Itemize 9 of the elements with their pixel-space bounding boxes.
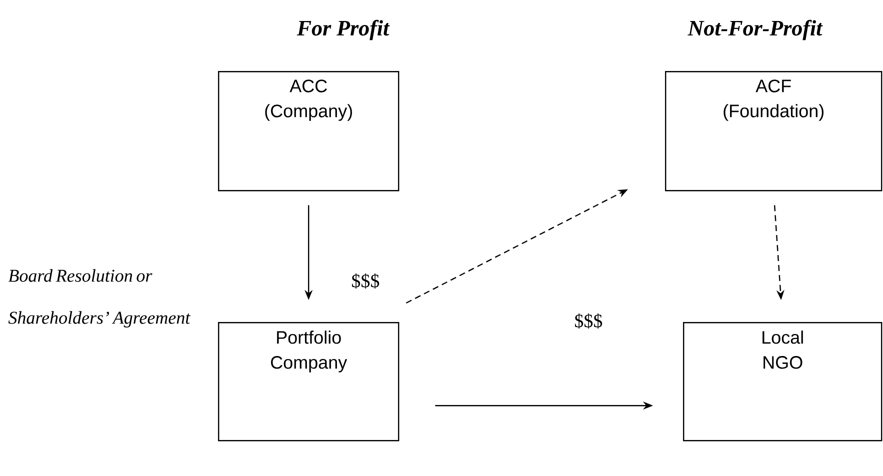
box: ACC (Company) <box>218 71 400 192</box>
column-heading: For Profit <box>296 20 390 40</box>
box: ACF (Foundation) <box>665 71 882 192</box>
edge-label: $$$ <box>350 272 381 290</box>
note: Board Resolution or Shareholders’ Agreement <box>8 269 191 328</box>
box: Local NGO <box>683 322 882 442</box>
edge-label: $$$ <box>573 312 604 330</box>
box: Portfolio Company <box>218 322 400 442</box>
column-heading: Not-For-Profit <box>688 20 823 40</box>
